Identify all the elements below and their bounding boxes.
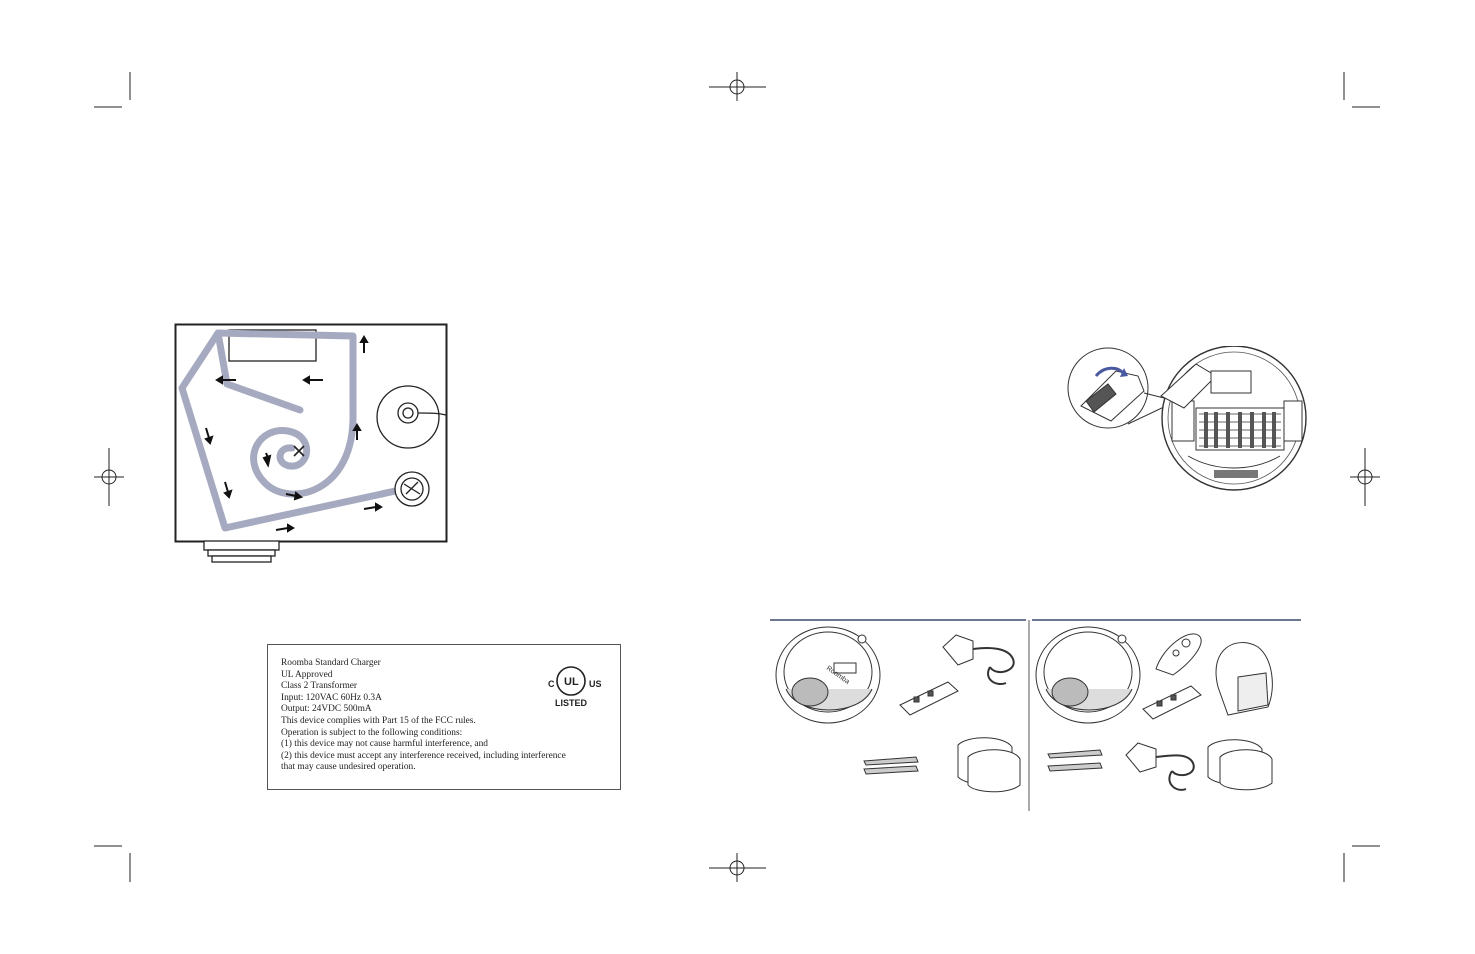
charger-label: Roomba Standard Charger UL Approved Clas… (267, 644, 621, 790)
registration-mark-icon (709, 72, 766, 101)
ul-mark-bottom: LISTED (555, 698, 588, 708)
label-line-approval: UL Approved (281, 669, 333, 680)
registration-mark-icon (94, 448, 124, 506)
left-panel-brushes (863, 756, 919, 775)
robot-icon (394, 471, 430, 507)
package-contents: Roomba (770, 619, 1301, 811)
charger-label-text: Roomba Standard Charger UL Approved Clas… (281, 658, 566, 774)
label-line-input: Input: 120VAC 60Hz 0.3A (281, 692, 382, 703)
virtual-wall-unit (376, 385, 447, 449)
right-panel-home-base (1215, 642, 1273, 716)
registration-mark-icon (709, 853, 766, 882)
room-outline (174, 323, 448, 543)
ul-mark-center: UL (564, 676, 579, 688)
x-mark-icon (293, 445, 305, 457)
ul-mark-right: US (589, 679, 602, 689)
right-panel-robot (1035, 626, 1141, 724)
label-line-condition-2-cont: that may cause undesired operation. (281, 762, 416, 773)
spot-clean-spiral (276, 444, 296, 470)
label-line-fcc: This device complies with Part 15 of the… (281, 715, 476, 726)
label-line-condition-1: (1) this device may not cause harmful in… (281, 739, 488, 750)
label-line-condition-2: (2) this device must accept any interfer… (281, 750, 566, 761)
arrow-icon (204, 335, 383, 533)
robot-path (178, 329, 404, 532)
right-panel-virtual-wall (1142, 685, 1202, 720)
right-panel-power-adapter (1125, 742, 1195, 791)
left-panel-robot (775, 626, 881, 724)
left-panel-virtual-wall (899, 681, 959, 716)
left-panel-power-adapter (942, 634, 1015, 685)
right-panel-remote (1155, 633, 1202, 676)
ul-listed-mark: C UL US LISTED (548, 666, 602, 708)
right-panel-batteries (1207, 739, 1273, 791)
label-line-output: Output: 24VDC 500mA (281, 704, 372, 715)
label-line-product: Roomba Standard Charger (281, 658, 381, 668)
ul-mark-left: C (548, 679, 555, 689)
registration-mark-icon (1350, 448, 1380, 506)
brush-removal-illustration (1067, 346, 1307, 491)
label-line-class: Class 2 Transformer (281, 681, 358, 692)
room-cleaning-diagram (174, 323, 448, 563)
doorway (203, 540, 280, 563)
label-line-conditions: Operation is subject to the following co… (281, 727, 463, 738)
left-panel-batteries (957, 737, 1021, 793)
right-panel-brushes (1047, 749, 1103, 772)
